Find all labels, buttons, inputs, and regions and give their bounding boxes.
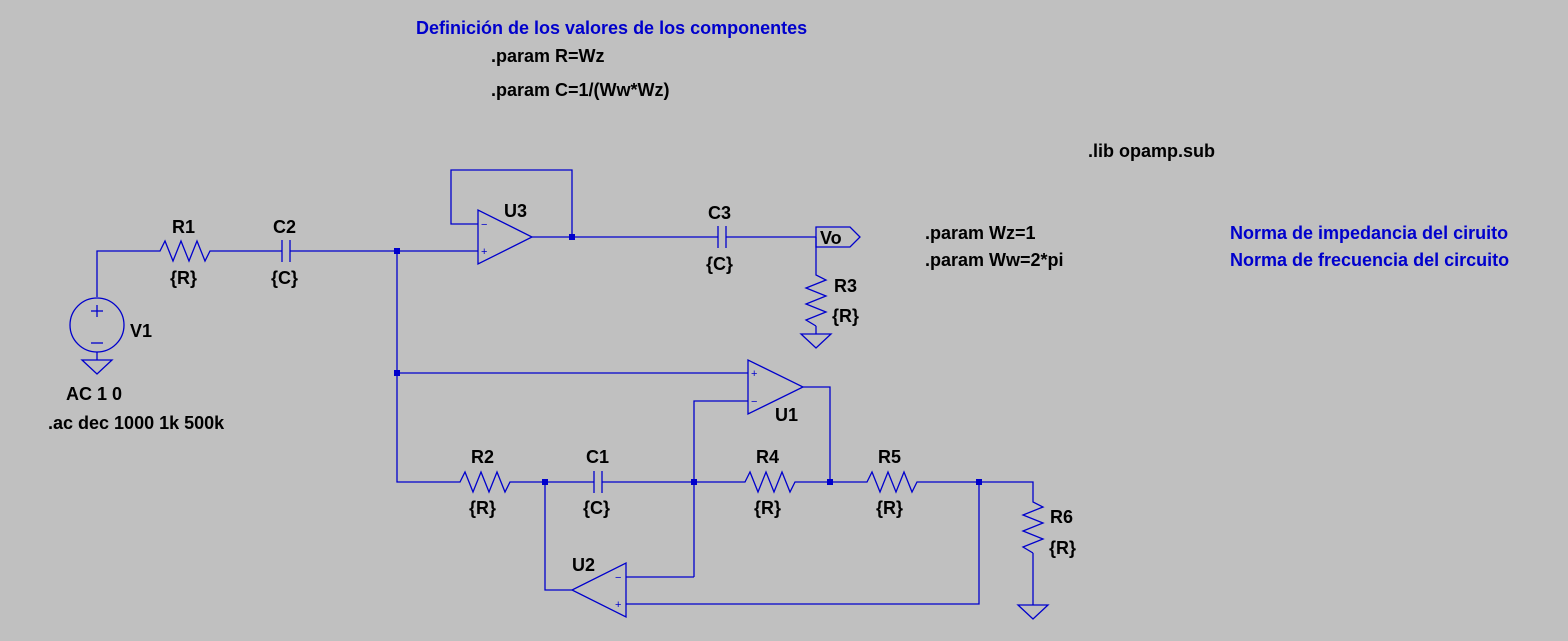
u1-label: U1 — [775, 405, 798, 425]
param-r-directive[interactable]: .param R=Wz — [491, 46, 605, 66]
opamp-u3[interactable]: − + — [477, 208, 534, 266]
capacitor-c2[interactable] — [281, 240, 291, 262]
r2-value: {R} — [469, 498, 496, 518]
impedance-note[interactable]: Norma de impedancia del ciruito — [1230, 223, 1508, 243]
c1-value: {C} — [583, 498, 610, 518]
opamp-u1[interactable]: + − — [747, 358, 805, 416]
r5-label: R5 — [878, 447, 901, 467]
wires — [96, 169, 1034, 605]
r6-label: R6 — [1050, 507, 1073, 527]
param-wz-directive[interactable]: .param Wz=1 — [925, 223, 1036, 243]
ac-analysis-directive[interactable]: .ac dec 1000 1k 500k — [48, 413, 225, 433]
r1-label: R1 — [172, 217, 195, 237]
c3-value: {C} — [706, 254, 733, 274]
u1-plus-pin: + — [751, 368, 757, 380]
r5-value: {R} — [876, 498, 903, 518]
u2-label: U2 — [572, 555, 595, 575]
resistor-r2[interactable] — [455, 470, 512, 494]
r3-value: {R} — [832, 306, 859, 326]
param-c-directive[interactable]: .param C=1/(Ww*Wz) — [491, 80, 670, 100]
directives-title[interactable]: Definición de los valores de los compone… — [416, 18, 807, 38]
r3-label: R3 — [834, 276, 857, 296]
c2-value: {C} — [271, 268, 298, 288]
vo-label-text: Vo — [820, 228, 842, 248]
resistor-r1[interactable] — [155, 239, 215, 263]
junction-dots — [394, 234, 982, 485]
r1-value: {R} — [170, 268, 197, 288]
vo-net-label[interactable] — [815, 226, 861, 248]
u3-plus-pin: + — [481, 246, 487, 258]
r6-value: {R} — [1049, 538, 1076, 558]
r4-value: {R} — [754, 498, 781, 518]
capacitor-c1[interactable] — [593, 471, 603, 493]
v1-label: V1 — [130, 321, 152, 341]
frequency-note[interactable]: Norma de frecuencia del circuito — [1230, 250, 1509, 270]
r2-label: R2 — [471, 447, 494, 467]
lib-directive[interactable]: .lib opamp.sub — [1088, 141, 1215, 161]
u2-minus-pin: − — [615, 572, 621, 584]
capacitor-c3[interactable] — [717, 226, 727, 248]
r4-label: R4 — [756, 447, 779, 467]
param-ww-directive[interactable]: .param Ww=2*pi — [925, 250, 1064, 270]
c2-label: C2 — [273, 217, 296, 237]
u1-minus-pin: − — [751, 396, 757, 408]
c1-label: C1 — [586, 447, 609, 467]
opamp-u2[interactable]: − + — [570, 561, 627, 619]
voltage-source-v1[interactable] — [69, 297, 125, 375]
resistor-r4[interactable] — [740, 470, 797, 494]
u3-minus-pin: − — [481, 219, 487, 231]
resistor-r3[interactable] — [799, 270, 833, 349]
c3-label: C3 — [708, 203, 731, 223]
v1-value: AC 1 0 — [66, 384, 122, 404]
resistor-r6[interactable] — [1016, 497, 1050, 620]
resistor-r5[interactable] — [862, 470, 919, 494]
u2-plus-pin: + — [615, 599, 621, 611]
u3-label: U3 — [504, 201, 527, 221]
